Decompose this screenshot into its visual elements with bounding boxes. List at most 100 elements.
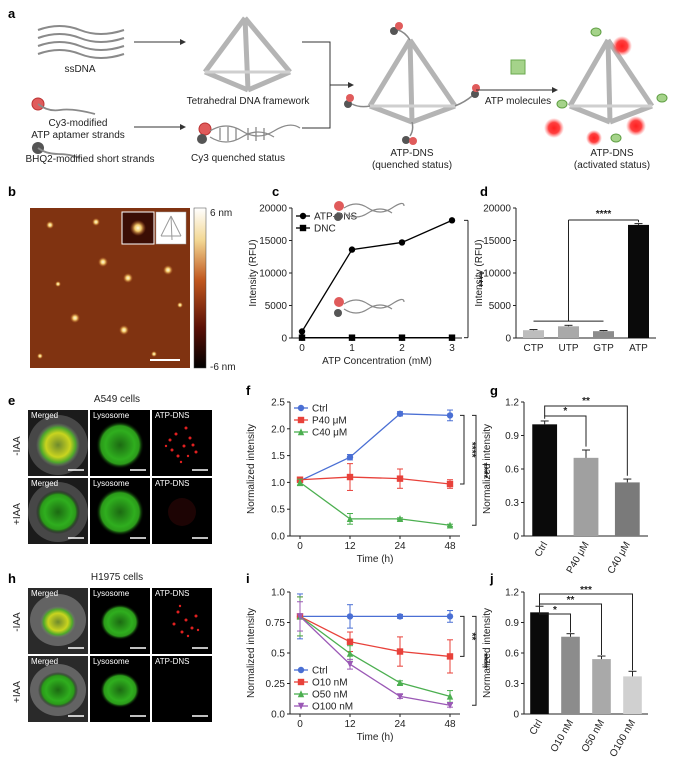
data-point	[398, 334, 406, 341]
series-line	[299, 615, 451, 658]
series-line	[299, 413, 451, 482]
series-0	[298, 217, 456, 335]
x-tick-label: 1	[349, 343, 355, 354]
data-point	[396, 475, 404, 482]
data-point	[346, 515, 354, 523]
legend-label: Ctrl	[312, 666, 328, 677]
legend-marker	[297, 666, 305, 674]
data-point	[446, 702, 454, 709]
cy3-strand-icon	[37, 103, 96, 115]
x-axis-label: Time (h)	[357, 732, 394, 743]
legend-marker	[297, 416, 305, 424]
legend-marker	[297, 678, 305, 686]
bar	[558, 326, 579, 338]
bar	[623, 676, 642, 714]
significance-label: ****	[473, 272, 484, 288]
legend-marker	[299, 212, 307, 220]
atp-molecules-label: ATP molecules	[485, 96, 551, 107]
x-tick-label: C40 μM	[606, 540, 633, 576]
dns-quenched-icon	[344, 22, 480, 145]
y-tick-label: 0.3	[505, 498, 519, 509]
bar	[593, 331, 614, 338]
dns-activated-title: ATP-DNS	[590, 148, 633, 159]
x-tick-label: GTP	[593, 343, 614, 354]
y-axis-label: Normalized intensity	[482, 608, 493, 698]
series-1	[298, 334, 456, 341]
series-line	[299, 481, 451, 526]
data-point	[396, 648, 404, 655]
dns-activated-icon	[544, 27, 668, 146]
panel-label-b: b	[8, 184, 16, 199]
panel-label-i: i	[246, 571, 250, 586]
x-tick-label: Ctrl	[528, 718, 545, 737]
panel-label-c: c	[272, 184, 279, 199]
legend-marker	[297, 702, 305, 710]
sig-bracket	[460, 414, 465, 485]
cy3-label-line1: Cy3-modified	[49, 118, 108, 129]
e-col1-label: Merged	[31, 411, 58, 420]
legend-marker	[297, 690, 305, 698]
y-axis-label: Normalized intensity	[482, 424, 493, 514]
x-tick-label: 0	[297, 719, 303, 730]
arrow-head-icon	[180, 39, 186, 45]
x-tick-label: 48	[444, 541, 456, 552]
data-point	[396, 410, 404, 417]
y-tick-label: 15000	[483, 236, 511, 247]
x-tick-label: 24	[394, 719, 406, 730]
atp-molecule-icon	[510, 59, 526, 75]
e-col3-label: ATP-DNS	[155, 411, 190, 420]
data-point	[348, 246, 356, 253]
bar	[628, 224, 649, 338]
data-point	[396, 693, 404, 701]
y-tick-label: 0.9	[505, 618, 519, 629]
h-dns-speckles	[172, 604, 200, 638]
x-tick-label: Ctrl	[533, 540, 550, 559]
series-1	[296, 463, 454, 491]
h-col1-label-b: Merged	[31, 657, 58, 666]
series-line	[299, 615, 451, 698]
y-tick-label: 0	[513, 532, 519, 543]
legend-marker	[297, 428, 305, 436]
data-point	[346, 454, 354, 461]
sig-bracket	[539, 605, 571, 633]
dns-quenched-title: ATP-DNS	[390, 148, 433, 159]
y-tick-label: 0	[513, 710, 519, 721]
quenched-label: Cy3 quenched status	[191, 153, 285, 164]
panel-label-a: a	[8, 6, 16, 21]
e-scale-bars	[68, 469, 208, 539]
data-point	[398, 239, 406, 246]
dns-activated-sub: (activated status)	[574, 160, 650, 171]
e-col1-label-b: Merged	[31, 479, 58, 488]
x-tick-label: O100 nM	[608, 718, 638, 757]
x-tick-label: 24	[394, 541, 406, 552]
bar	[523, 330, 544, 338]
panel-label-e: e	[8, 393, 15, 408]
significance-label: ****	[466, 442, 477, 458]
bhq2-label: BHQ2-modified short strands	[26, 154, 155, 165]
data-point	[298, 334, 306, 341]
bar	[532, 424, 558, 536]
legend-marker	[297, 404, 305, 412]
bhq2-strand-icon	[37, 147, 81, 159]
significance-label: ****	[478, 463, 489, 479]
cy3-label-line2: ATP aptamer strands	[31, 130, 125, 141]
y-tick-label: 2.0	[271, 424, 285, 435]
ssdna-label: ssDNA	[64, 64, 95, 75]
panel-h: h H1975 cells -IAA +IAA Merged Lysosome …	[8, 571, 212, 722]
legend-label: C40 μM	[312, 428, 347, 439]
duplex-cy3-icon	[198, 122, 212, 136]
c-schematic-closed-icon	[334, 297, 405, 317]
y-tick-label: 1.2	[505, 398, 519, 409]
significance-label: **	[582, 396, 590, 407]
y-tick-label: 1.0	[271, 478, 285, 489]
data-point	[448, 334, 456, 341]
panel-label-f: f	[246, 383, 251, 398]
bar	[530, 612, 549, 714]
series-line	[299, 476, 451, 485]
sig-bracket	[472, 414, 477, 526]
data-point	[446, 653, 454, 660]
